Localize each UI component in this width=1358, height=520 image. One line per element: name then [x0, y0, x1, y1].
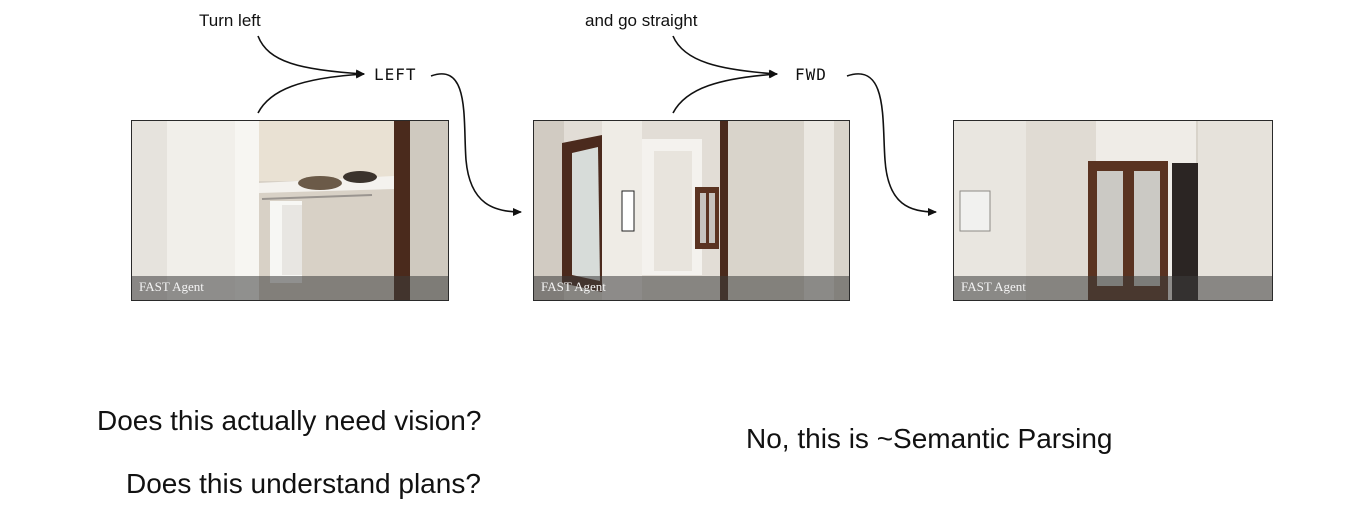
instruction-text: and go straight — [585, 11, 698, 30]
agent-label: FAST Agent — [961, 279, 1026, 294]
instruction-text: Turn left — [199, 11, 261, 30]
closet-view-image — [132, 121, 448, 300]
agent-view-frame: FAST Agent — [953, 120, 1273, 301]
agent-view-frame: FAST Agent — [533, 120, 850, 301]
caption-bar — [132, 276, 448, 300]
action-token: LEFT — [374, 65, 417, 84]
hallway-view-image — [954, 121, 1272, 300]
arrow-left-to-frame2 — [430, 73, 522, 216]
arrow-turn-left-to-left — [257, 35, 365, 78]
question-text: Does this understand plans? — [126, 468, 481, 499]
door-view-image — [534, 121, 849, 300]
answer-text: No, this is ~Semantic Parsing — [746, 423, 1113, 454]
agent-label: FAST Agent — [541, 279, 606, 294]
action-token: FWD — [795, 65, 827, 84]
arrow-frame1-to-left — [257, 70, 365, 114]
arrow-fwd-to-frame3 — [846, 73, 937, 216]
caption-bar — [954, 276, 1272, 300]
agent-view-frame: FAST Agent — [131, 120, 449, 301]
arrow-frame2-to-fwd — [672, 70, 778, 114]
arrow-go-straight-to-fwd — [672, 35, 778, 78]
agent-label: FAST Agent — [139, 279, 204, 294]
question-text: Does this actually need vision? — [97, 405, 482, 436]
caption-bar — [534, 276, 849, 300]
